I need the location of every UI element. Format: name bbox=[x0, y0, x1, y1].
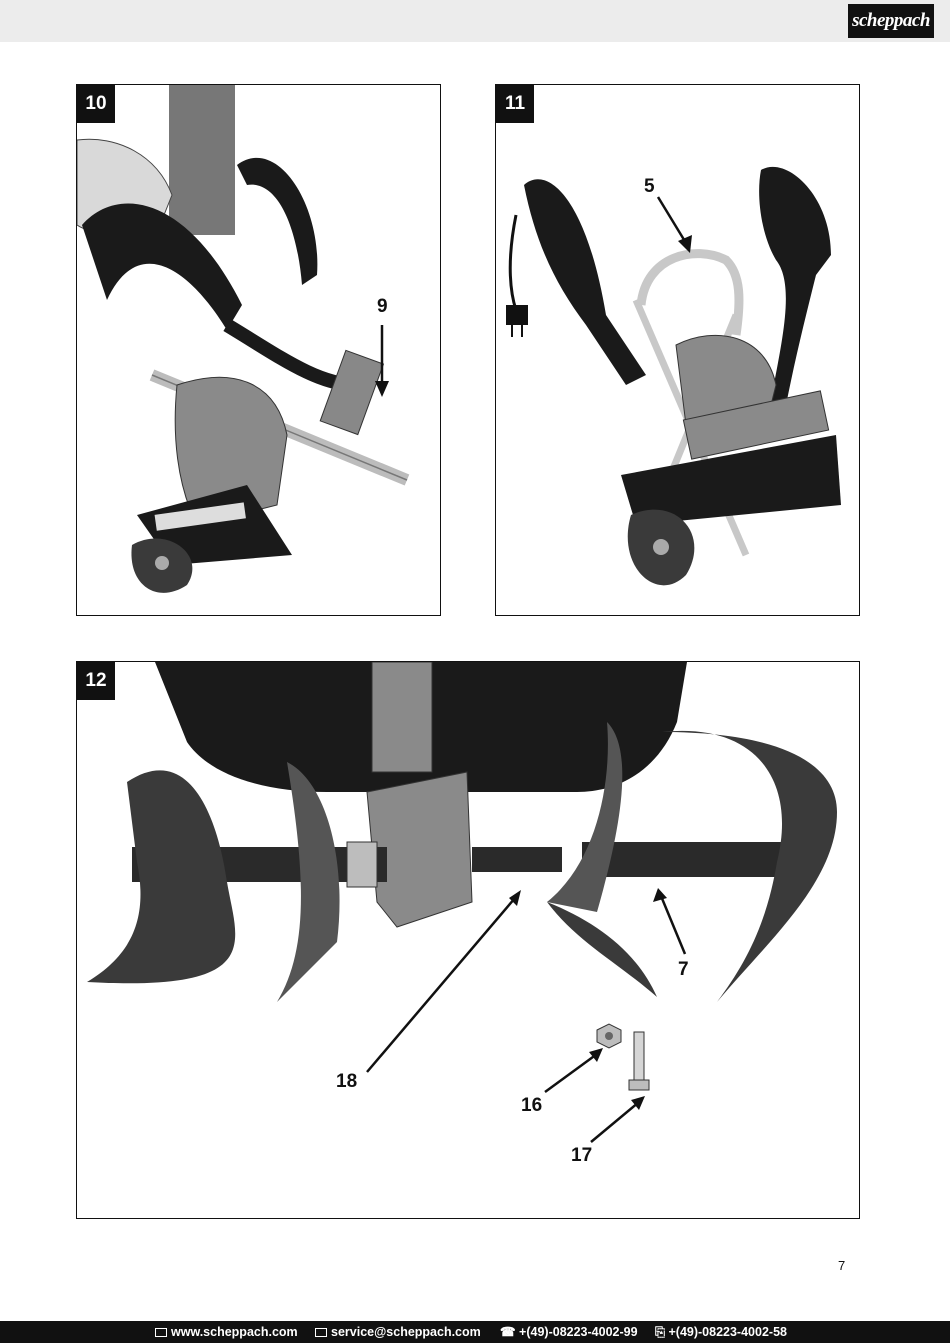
support-frame-shape bbox=[636, 249, 744, 336]
left-handle-shape bbox=[524, 179, 646, 385]
motor-housing-shape bbox=[174, 376, 288, 526]
callout-9: 9 bbox=[377, 296, 388, 317]
footer-bar: www.scheppach.com service@scheppach.com … bbox=[0, 1321, 950, 1343]
right-outer-tine-shape bbox=[662, 730, 837, 1002]
left-inner-tine-shape bbox=[277, 762, 340, 1002]
fax-icon: ⎘ bbox=[655, 1325, 669, 1339]
figure-number-12: 12 bbox=[77, 662, 115, 700]
arrow-16 bbox=[544, 1052, 598, 1094]
figure-11-panel: 11 5 bbox=[495, 84, 860, 616]
tiller-cover-shape bbox=[621, 435, 841, 525]
figure-number-10: 10 bbox=[77, 85, 115, 123]
phone-icon: ☎ bbox=[500, 1325, 520, 1339]
footer-phone: +(49)-08223-4002-99 bbox=[519, 1325, 638, 1339]
right-handle-shape bbox=[759, 166, 831, 405]
footer-fax: +(49)-08223-4002-58 bbox=[668, 1325, 787, 1339]
gearbox-shaft-shape bbox=[371, 662, 433, 773]
plug-shape bbox=[506, 305, 528, 325]
footer-website: www.scheppach.com bbox=[171, 1325, 298, 1339]
callout-7: 7 bbox=[678, 959, 689, 980]
arrow-17 bbox=[590, 1101, 640, 1143]
footer-fax-item: ⎘ +(49)-08223-4002-58 bbox=[655, 1321, 787, 1343]
bolt-shape bbox=[633, 1031, 645, 1083]
figure-12-illustration bbox=[87, 662, 837, 1143]
figure-12-panel: 12 18 7 16 17 bbox=[76, 661, 860, 1219]
computer-icon bbox=[155, 1328, 167, 1337]
callout-18: 18 bbox=[336, 1071, 358, 1092]
page-number: 7 bbox=[838, 1258, 846, 1273]
callout-5: 5 bbox=[644, 176, 655, 197]
callout-16: 16 bbox=[521, 1095, 543, 1116]
figure-10-illustration bbox=[77, 85, 410, 593]
figure-10-panel: 10 9 bbox=[76, 84, 441, 616]
arrow-7 bbox=[659, 895, 687, 955]
right-shaft-shape bbox=[582, 842, 782, 877]
output-stub-shape bbox=[472, 847, 562, 872]
header-bar: scheppach bbox=[0, 0, 950, 42]
footer-email: service@scheppach.com bbox=[331, 1325, 481, 1339]
motor-housing-shape bbox=[675, 334, 777, 426]
callout-17: 17 bbox=[571, 1145, 593, 1166]
footer-phone-item: ☎ +(49)-08223-4002-99 bbox=[500, 1321, 638, 1343]
footer-email-item[interactable]: service@scheppach.com bbox=[315, 1321, 481, 1343]
right-inner-tine-shape bbox=[547, 722, 623, 912]
left-outer-tine-shape bbox=[87, 770, 236, 984]
figure-number-11: 11 bbox=[496, 85, 534, 123]
figure-11-illustration bbox=[506, 166, 841, 586]
footer-website-item[interactable]: www.scheppach.com bbox=[155, 1321, 298, 1343]
email-icon bbox=[315, 1328, 327, 1337]
arrow-18 bbox=[366, 897, 516, 1073]
left-handle-shape bbox=[82, 203, 242, 330]
brand-logo: scheppach bbox=[848, 4, 934, 38]
right-handle-shape bbox=[237, 157, 318, 285]
arm-sleeve-shape bbox=[169, 85, 235, 235]
